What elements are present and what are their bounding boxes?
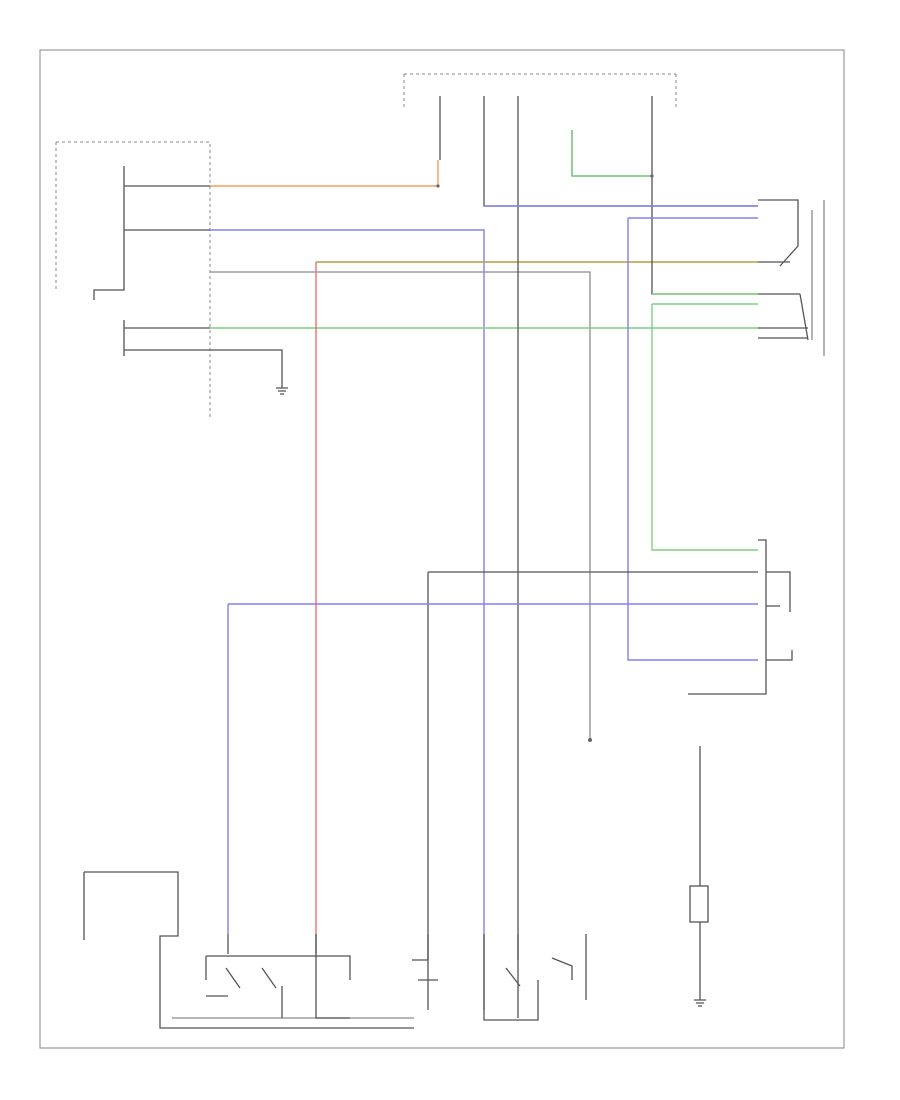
diagram-frame — [39, 49, 845, 1049]
relay-vertical-2 — [483, 96, 758, 207]
ground-top — [276, 387, 288, 395]
right-connector-bracket — [811, 200, 825, 356]
blue-wire-lower — [227, 603, 758, 934]
blue-wire-right — [627, 217, 758, 661]
junction-dot — [588, 738, 592, 742]
bottom-right-component — [689, 885, 709, 923]
ground-top-branch — [210, 349, 283, 388]
bottom-switch-group — [205, 934, 351, 1019]
green-wire-right — [651, 293, 758, 551]
bottom-left-component — [83, 871, 414, 1029]
junction-dot — [436, 184, 440, 188]
relay-vertical-5 — [651, 96, 758, 295]
green-wire-top — [571, 130, 652, 177]
gray-wire-upper — [210, 271, 591, 740]
left-connector — [758, 539, 793, 695]
bottom-switch-group-2 — [412, 940, 587, 1021]
junction-dot — [650, 174, 654, 178]
comb-switch — [55, 141, 211, 418]
orange-wire — [210, 160, 439, 187]
bottom-right-ground — [694, 999, 706, 1007]
comb-switch-bus-upper — [93, 166, 125, 300]
left-connector-dark-lines — [427, 571, 758, 1010]
blue-wire-upper — [210, 229, 485, 1010]
right-connector — [758, 199, 809, 341]
relay-vertical-4 — [571, 130, 652, 177]
relay-box — [403, 73, 677, 110]
